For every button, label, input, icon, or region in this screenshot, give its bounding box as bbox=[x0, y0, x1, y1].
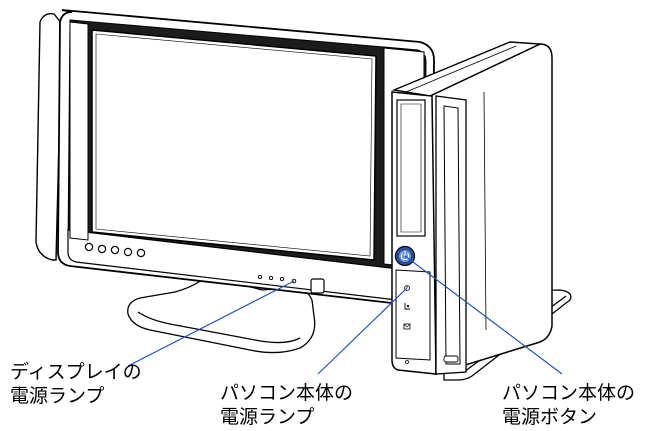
monitor bbox=[35, 9, 435, 307]
callout-line-pc-button bbox=[404, 255, 563, 375]
callout-text-line2: 電源ランプ bbox=[220, 406, 315, 428]
monitor-buttons bbox=[84, 242, 146, 258]
pc-tower bbox=[391, 41, 553, 376]
callout-line-pc-lamp bbox=[317, 287, 408, 375]
callout-text-line2: 電源ボタン bbox=[502, 406, 598, 428]
callout-text-line1: パソコン本体の bbox=[220, 382, 354, 404]
drive-lamp-icon bbox=[404, 303, 410, 310]
mail-lamp-icon bbox=[403, 323, 411, 330]
callout-text-line1: パソコン本体の bbox=[502, 382, 636, 404]
callout-line-monitor-lamp bbox=[127, 280, 295, 367]
callout-label-monitor-power-lamp: ディスプレイの 電源ランプ bbox=[10, 360, 142, 408]
power-button-icon[interactable] bbox=[394, 245, 416, 267]
callout-text-line1: ディスプレイの bbox=[10, 361, 142, 383]
callout-lines bbox=[127, 255, 563, 375]
callout-label-pc-power-button: パソコン本体の 電源ボタン bbox=[502, 381, 635, 429]
drive-bay bbox=[396, 99, 426, 237]
monitor-screen bbox=[91, 29, 377, 261]
callout-text-line2: 電源ランプ bbox=[10, 385, 105, 407]
monitor-lamp-dots bbox=[257, 274, 297, 284]
callout-label-pc-power-lamp: パソコン本体の 電源ランプ bbox=[220, 381, 353, 429]
monitor-power-switch bbox=[310, 278, 325, 294]
